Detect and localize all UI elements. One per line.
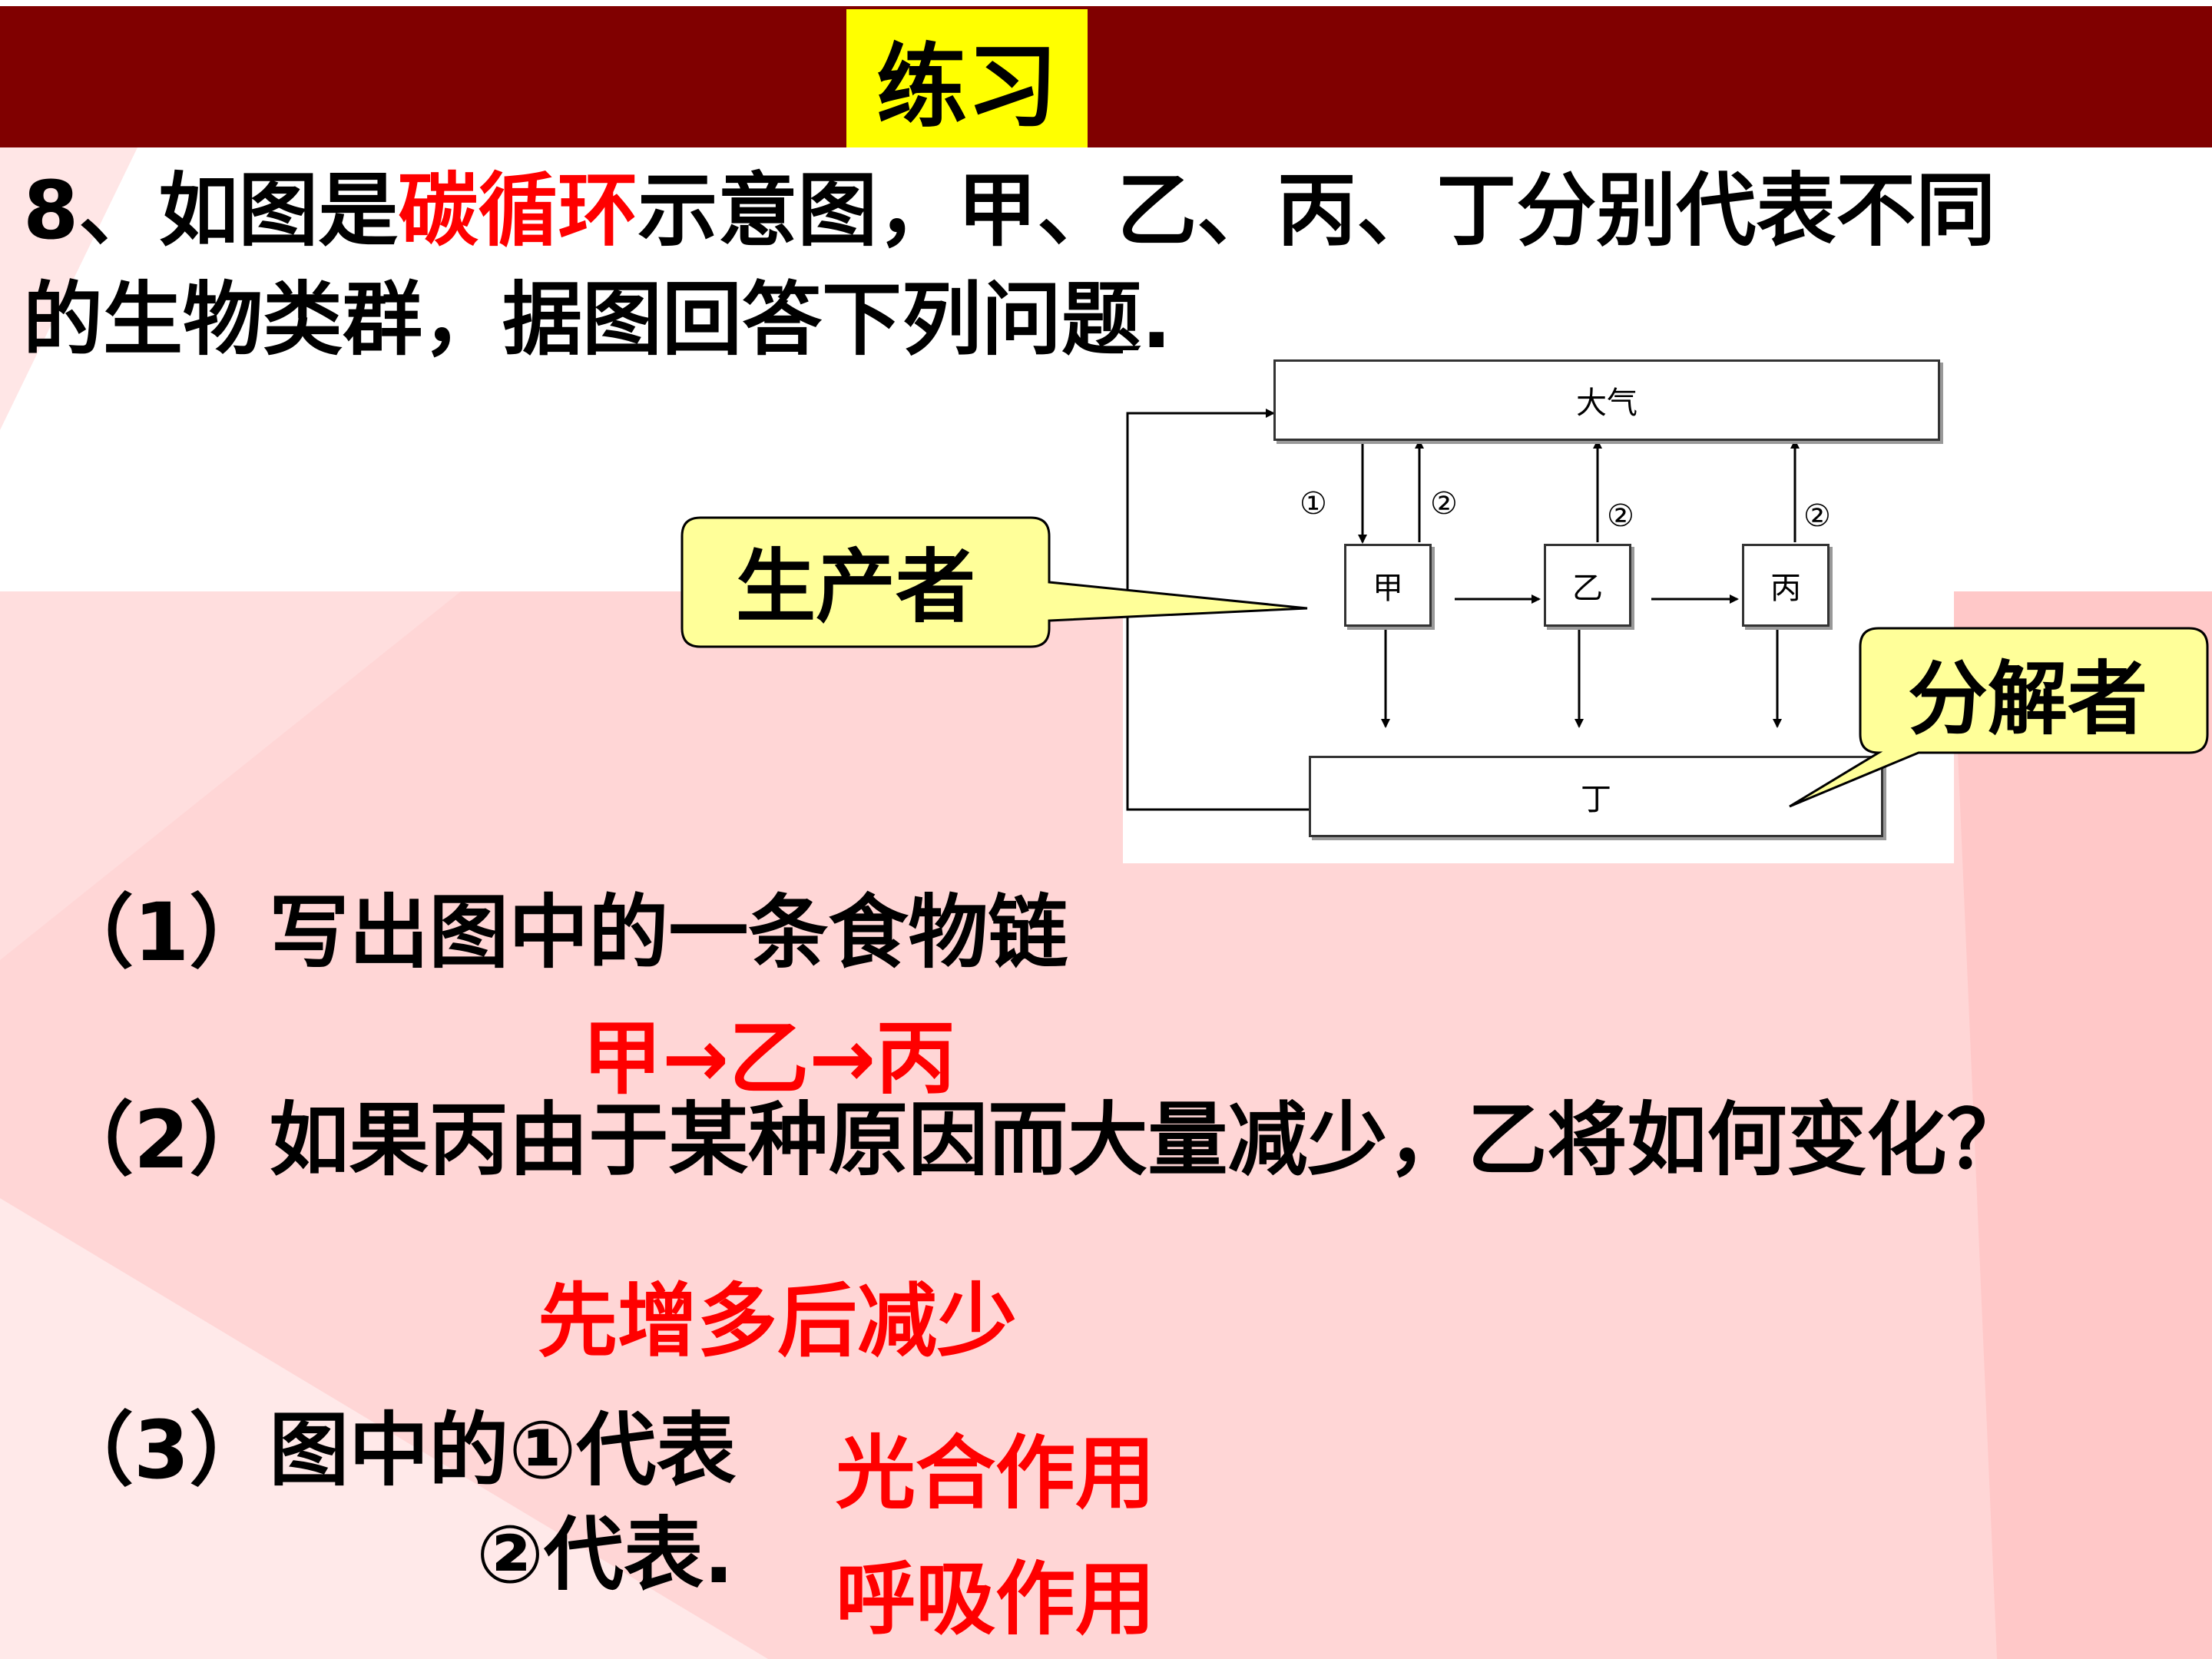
question-suffix: 示意图，甲、乙、丙、丁分别代表不同	[637, 164, 1996, 257]
ding-box: 丁	[1309, 756, 1883, 837]
decomposer-callout: 分解者	[1908, 652, 2148, 746]
mark-2-label-yi: ②	[1607, 498, 1634, 534]
answer-2: 先增多后减少	[538, 1274, 1018, 1368]
answer-1: 甲→乙→丙	[582, 1012, 956, 1105]
question-line-1: 8、如图是碳循环示意图，甲、乙、丙、丁分别代表不同	[23, 171, 1995, 250]
bing-box: 丙	[1742, 544, 1830, 627]
page-title: 练习	[876, 33, 1058, 140]
carbon-cycle-diagram: 大气 甲 乙 丙 丁 ① ② ② ②	[1123, 350, 1954, 863]
question-1: （1）写出图中的一条食物链	[54, 886, 1068, 979]
answer-3: 光合作用	[836, 1426, 1156, 1520]
header-bar: 练习	[0, 6, 2212, 147]
question-highlight: 碳循环	[398, 164, 638, 257]
question-2: （2）如果丙由于某种原因而大量减少，乙将如何变化？	[54, 1093, 2027, 1187]
atmosphere-box: 大气	[1273, 359, 1940, 441]
mark-1-label: ①	[1300, 486, 1327, 522]
mark-2-label-bing: ②	[1803, 498, 1831, 534]
title-box: 练习	[846, 9, 1088, 147]
yi-box: 乙	[1544, 544, 1631, 627]
answer-3-part-2: 呼吸作用	[836, 1552, 1156, 1646]
question-3: （3）图中的①代表	[54, 1403, 737, 1497]
mark-2-label-jia: ②	[1430, 486, 1458, 522]
question-line-2: 的生物类群，据图回答下列问题.	[23, 273, 1172, 366]
question-prefix: 8、如图是	[23, 164, 399, 257]
jia-box: 甲	[1344, 544, 1432, 627]
producer-callout: 生产者	[736, 540, 976, 634]
question-3-part-2: ②代表.	[476, 1508, 734, 1601]
